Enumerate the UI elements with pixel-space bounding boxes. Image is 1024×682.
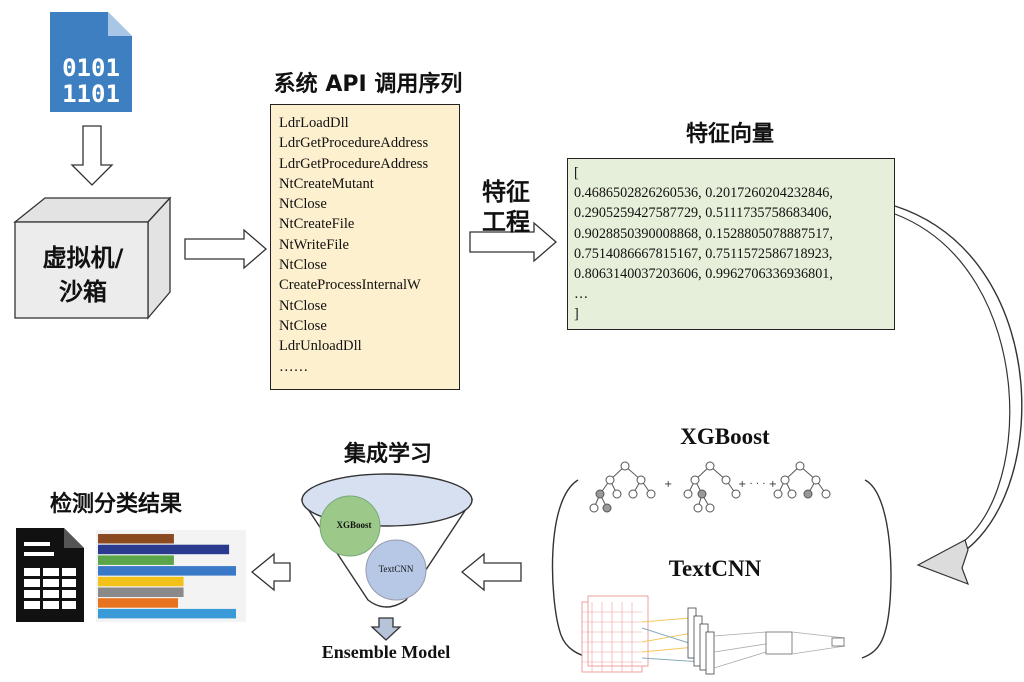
api-call: NtCreateFile xyxy=(279,216,355,233)
result-bar xyxy=(98,587,184,597)
feature-vector-box: [ 0.4686502826260536, 0.2017260204232846… xyxy=(567,158,895,330)
result-bar xyxy=(98,576,184,587)
xgboost-title: XGBoost xyxy=(680,424,770,449)
api-call: LdrGetProcedureAddress xyxy=(279,155,429,172)
right-arrow-icon xyxy=(184,228,267,270)
sandbox-label-2: 沙箱 xyxy=(59,278,107,306)
vector-line: ] xyxy=(574,306,579,323)
result-bar xyxy=(98,555,174,565)
left-arrow-icon xyxy=(250,552,291,592)
binary-line-1: 0101 xyxy=(62,54,120,82)
api-call: LdrLoadDll xyxy=(279,115,349,131)
result-title: 检测分类结果 xyxy=(49,492,182,517)
feature-vector-title: 特征向量 xyxy=(685,122,774,147)
api-call: LdrUnloadDll xyxy=(279,338,362,355)
vector-line: … xyxy=(574,286,589,303)
api-call: …… xyxy=(279,358,309,375)
result-bar xyxy=(98,598,179,608)
vector-line: 0.4686502826260536, 0.2017260204232846, xyxy=(574,185,833,202)
ensemble-title: 集成学习 xyxy=(343,442,432,467)
curved-arrow-icon xyxy=(894,205,1023,586)
api-call: NtClose xyxy=(279,317,327,334)
document-table-icon xyxy=(16,528,84,622)
ensemble-xgboost-label: XGBoost xyxy=(336,520,372,530)
result-bar xyxy=(98,544,230,555)
result-bar xyxy=(98,534,174,544)
bar-chart-background xyxy=(96,530,246,622)
feature-engineering-label-1: 特征 xyxy=(482,178,530,206)
vector-line: 0.7514086667815167, 0.7511572586718923, xyxy=(574,245,833,262)
vector-line: 0.8063140037203606, 0.9962706336936801, xyxy=(574,266,833,283)
api-sequence-title: 系统 API 调用序列 xyxy=(273,72,463,97)
ensemble-funnel-icon xyxy=(300,473,474,608)
api-call: NtCreateMutant xyxy=(279,175,374,192)
vector-line: 0.9028850390008868, 0.1528805078887517, xyxy=(574,225,833,242)
textcnn-network-icon xyxy=(581,595,846,675)
ensemble-textcnn-label: TextCNN xyxy=(378,564,414,574)
xgboost-tree-separator: + · · · + xyxy=(738,479,778,490)
api-call: NtClose xyxy=(279,257,327,274)
vector-line: [ xyxy=(574,165,579,181)
xgboost-trees-icon xyxy=(589,461,831,513)
textcnn-title: TextCNN xyxy=(668,556,762,581)
left-arrow-icon xyxy=(460,552,522,592)
result-bar xyxy=(98,566,236,576)
vector-line: 0.2905259427587729, 0.5111735758683406, xyxy=(574,205,832,222)
ensemble-model-label: Ensemble Model xyxy=(321,642,451,662)
api-call: LdrGetProcedureAddress xyxy=(279,135,429,152)
right-arrow-icon xyxy=(469,221,557,263)
binary-line-2: 1101 xyxy=(62,80,120,108)
api-call: NtWriteFile xyxy=(279,236,349,253)
down-arrow-icon xyxy=(70,125,114,186)
sandbox-box-shape xyxy=(13,196,172,320)
binary-file-icon: 0101 1101 xyxy=(50,12,132,112)
api-call: NtClose xyxy=(279,297,327,314)
xgboost-plus: + xyxy=(664,479,673,490)
feature-engineering-label-2: 工程 xyxy=(482,208,530,236)
api-call: NtClose xyxy=(279,196,327,213)
down-arrow-icon xyxy=(370,617,402,641)
result-bar-chart xyxy=(96,530,246,622)
api-sequence-box: LdrLoadDll LdrGetProcedureAddress LdrGet… xyxy=(270,104,460,390)
result-bar xyxy=(98,608,236,619)
api-call: CreateProcessInternalW xyxy=(279,277,421,294)
sandbox-label-1: 虚拟机/ xyxy=(42,244,124,272)
